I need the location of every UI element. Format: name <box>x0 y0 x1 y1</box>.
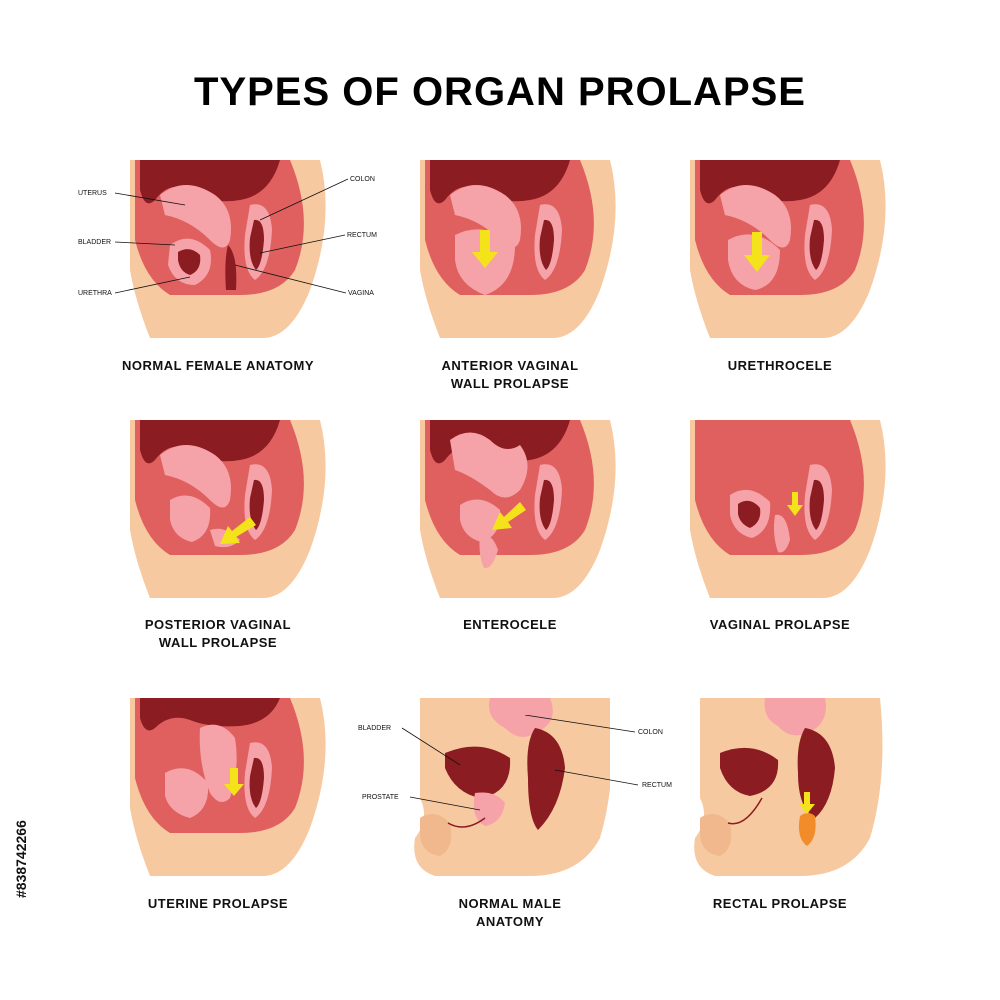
caption-urethrocele: URETHROCELE <box>727 358 833 373</box>
caption-normal-male: NORMAL MALE ANATOMY <box>458 896 562 929</box>
caption-anterior-vaginal: ANTERIOR VAGINAL WALL PROLAPSE <box>441 358 579 391</box>
anterior-vaginal-illustration <box>420 160 616 339</box>
panel-vaginal-prolapse <box>690 420 890 600</box>
label-prostate: PROSTATE <box>362 794 399 801</box>
rectal-prolapse-illustration <box>694 698 883 876</box>
caption-rectal-prolapse: RECTAL PROLAPSE <box>712 896 848 911</box>
arrow-indicator <box>787 492 803 516</box>
label-bladder-male: BLADDER <box>358 725 391 732</box>
arrow-indicator <box>799 792 815 814</box>
label-rectum-male: RECTUM <box>642 782 672 789</box>
panel-posterior-vaginal <box>130 420 330 600</box>
urethrocele-illustration <box>690 160 886 339</box>
enterocele-illustration <box>420 420 616 599</box>
page-title: TYPES OF ORGAN PROLAPSE <box>194 70 806 114</box>
label-urethra: URETHRA <box>78 290 112 297</box>
caption-vaginal-prolapse: VAGINAL PROLAPSE <box>709 617 851 632</box>
label-colon-male: COLON <box>638 729 663 736</box>
caption-uterine-prolapse: UTERINE PROLAPSE <box>147 896 289 911</box>
panel-normal-male <box>410 698 610 878</box>
arrow-indicator <box>220 517 256 544</box>
label-bladder: BLADDER <box>78 239 111 246</box>
label-rectum: RECTUM <box>347 232 377 239</box>
stock-id-text: #838742266 <box>13 820 29 898</box>
vaginal-prolapse-illustration <box>690 420 886 599</box>
female-anatomy-illustration <box>130 160 326 339</box>
panel-urethrocele <box>690 160 890 340</box>
female-label-callouts: UTERUS BLADDER URETHRA COLON RECTUM VAGI… <box>78 176 377 297</box>
arrow-indicator <box>224 768 244 796</box>
panel-normal-female <box>130 160 330 340</box>
arrow-indicator <box>492 502 526 530</box>
panel-anterior-vaginal <box>420 160 620 340</box>
male-label-callouts: BLADDER PROSTATE COLON RECTUM <box>358 715 672 811</box>
panel-rectal-prolapse <box>690 698 890 878</box>
caption-enterocele: ENTEROCELE <box>463 617 557 632</box>
label-colon: COLON <box>350 176 375 183</box>
arrow-indicator <box>744 232 770 272</box>
label-vagina: VAGINA <box>348 290 374 297</box>
panel-enterocele <box>420 420 620 600</box>
label-uterus: UTERUS <box>78 190 107 197</box>
caption-normal-female: NORMAL FEMALE ANATOMY <box>121 358 314 373</box>
posterior-vaginal-illustration <box>130 420 326 599</box>
caption-posterior-vaginal: POSTERIOR VAGINAL WALL PROLAPSE <box>144 617 292 650</box>
arrow-indicator <box>472 230 498 268</box>
uterine-prolapse-illustration <box>130 698 326 877</box>
svg-text:#838742266: #838742266 <box>13 820 29 898</box>
panel-uterine-prolapse <box>130 698 330 878</box>
male-anatomy-illustration <box>414 698 610 876</box>
